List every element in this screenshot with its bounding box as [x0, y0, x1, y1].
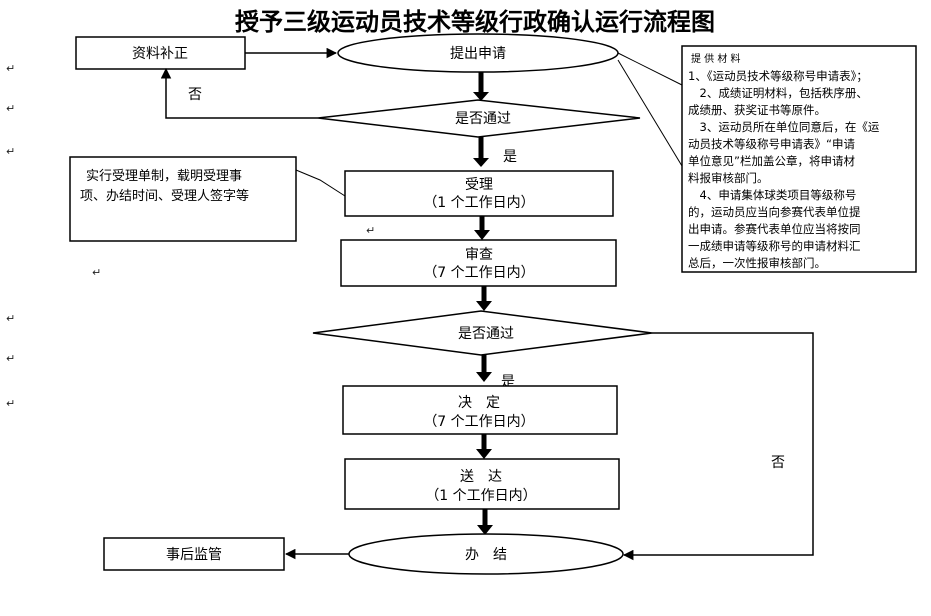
decide-box: [342, 385, 618, 435]
acceptance-note-line: 实行受理单制，载明受理事: [86, 169, 242, 184]
materials-line: 3、运动员所在单位同意后，在《运: [688, 120, 880, 134]
materials-lines: 1、《运动员技术等级称号申请表》； 2、成绩证明材料，包括秩序册、 成绩册、获奖…: [688, 69, 880, 270]
check2-label: 是否通过: [458, 326, 514, 342]
acceptance-callout-pointer: [295, 169, 346, 197]
materials-title: 提 供 材 料: [691, 52, 741, 65]
margin-return-mark: ↵: [6, 312, 15, 325]
margin-marks: ↵ ↵ ↵ ↵ ↵ ↵ ↵ ↵: [6, 62, 375, 410]
review-box: [340, 239, 617, 287]
materials-callout-pointer: [617, 59, 683, 167]
check1-label: 是否通过: [455, 111, 511, 127]
finish-label: 办 结: [465, 547, 507, 563]
supplement-label: 资料补正: [132, 46, 188, 62]
supervise-box: [103, 537, 285, 571]
page-title: 授予三级运动员技术等级行政确认运行流程图: [235, 7, 715, 36]
margin-return-mark: ↵: [92, 266, 101, 279]
check1-diamond: [317, 99, 641, 138]
materials-line: 一成绩申请等级称号的申请材料汇: [688, 239, 861, 253]
materials-callout-pointer: [617, 52, 683, 86]
margin-return-mark: ↵: [6, 62, 15, 75]
accept-box: [344, 170, 614, 217]
review-label: 审查: [465, 247, 493, 263]
materials-line: 2、成绩证明材料，包括秩序册、: [688, 86, 868, 100]
review-time: （7 个工作日内）: [423, 265, 534, 281]
arrow-head: [476, 301, 492, 311]
deliver-label: 送 达: [460, 469, 502, 485]
margin-return-mark: ↵: [366, 224, 375, 237]
materials-note-box: [681, 45, 917, 273]
materials-line: 的，运动员应当向参赛代表单位提: [688, 205, 861, 219]
materials-line: 单位意见”栏加盖公章，将申请材: [688, 154, 855, 168]
arrow-head: [473, 92, 489, 101]
submit-label: 提出申请: [450, 46, 506, 62]
decide-time: （7 个工作日内）: [423, 414, 534, 430]
materials-line: 料报审核部门。: [688, 171, 769, 185]
margin-return-mark: ↵: [6, 102, 15, 115]
materials-line: 4、申请集体球类项目等级称号: [688, 188, 856, 202]
margin-return-mark: ↵: [6, 145, 15, 158]
supervise-label: 事后监管: [166, 547, 222, 563]
materials-line: 出申请。参赛代表单位应当将按同: [688, 222, 861, 236]
arrow-check1-no-to-supplement: [160, 67, 318, 119]
arrow-head: [477, 525, 493, 535]
margin-return-mark: ↵: [6, 397, 15, 410]
edge-label-yes-1: 是: [503, 149, 517, 165]
deliver-time: （1 个工作日内）: [425, 488, 536, 504]
materials-line: 动员技术等级称号申请表》“申请: [688, 137, 855, 151]
edge-label-no-top: 否: [188, 87, 202, 103]
materials-line: 1、《运动员技术等级称号申请表》；: [688, 69, 868, 83]
deliver-box: [344, 458, 620, 510]
acceptance-note-box: [69, 156, 297, 242]
acceptance-note-line: 项、办结时间、受理人签字等: [80, 188, 249, 204]
arrow-check2-no-to-finish: [622, 332, 814, 561]
decide-label: 决 定: [458, 395, 500, 411]
materials-line: 成绩册、获奖证书等原件。: [688, 103, 826, 117]
arrow-head: [476, 372, 492, 382]
accept-label: 受理: [465, 177, 493, 193]
arrow-head: [474, 230, 490, 240]
arrow-head: [473, 158, 489, 167]
arrow-head: [476, 449, 492, 459]
materials-line: 总后，一次性报审核部门。: [688, 256, 826, 270]
margin-return-mark: ↵: [6, 352, 15, 365]
accept-time: （1 个工作日内）: [423, 195, 534, 211]
edge-label-no-right: 否: [771, 455, 785, 471]
